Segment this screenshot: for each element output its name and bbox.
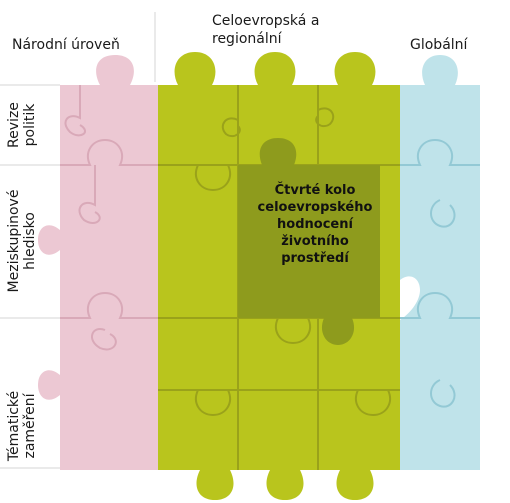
column-header-national: Národní úroveň	[12, 37, 120, 53]
center-label-line3: hodnocení	[277, 217, 353, 232]
row-header-thematic-line1: Tématické	[6, 390, 22, 462]
grid-lines	[0, 12, 156, 469]
row-header-policy-line2: politik	[22, 103, 38, 147]
center-label-line2: celoevropského	[257, 200, 373, 215]
column-header-regional-line1: Celoevropská a	[212, 13, 320, 29]
row-header-cross-line1: Meziskupinové	[6, 189, 22, 293]
row-header-policy-line1: Revize	[6, 102, 22, 148]
column-header-global: Globální	[410, 37, 468, 53]
center-label: Čtvrté kolo celoevropského hodnocení živ…	[240, 182, 390, 267]
national-column-pieces	[38, 55, 158, 470]
center-highlight-piece	[238, 138, 380, 345]
center-label-line4: životního	[281, 234, 349, 249]
center-label-line5: prostředí	[281, 251, 349, 266]
global-column-pieces	[375, 55, 480, 470]
center-label-line1: Čtvrté kolo	[274, 183, 356, 198]
row-header-cross: Meziskupinové hledisko	[6, 181, 40, 301]
column-header-regional-line2: regionální	[212, 31, 282, 47]
row-header-thematic-line2: zaměření	[22, 393, 38, 459]
column-header-regional: Celoevropská a regionální	[212, 12, 319, 48]
row-header-cross-line2: hledisko	[22, 212, 38, 270]
row-header-thematic: Tématické zaměření	[6, 386, 40, 466]
row-header-policy: Revize politik	[6, 95, 40, 155]
